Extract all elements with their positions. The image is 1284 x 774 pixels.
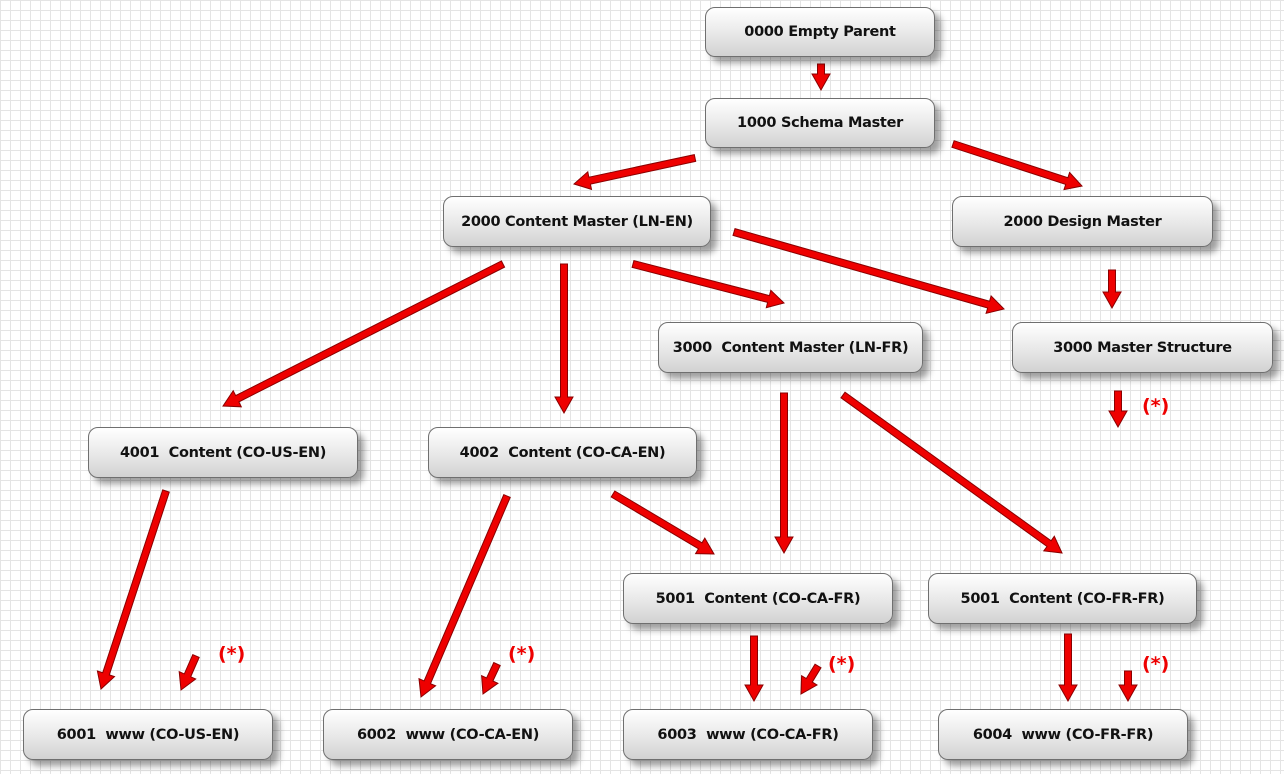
arrow-star-to-www-co-fr-fr (1118, 670, 1138, 703)
node-content-master-ln-fr: 3000 Content Master (LN-FR) (658, 322, 923, 373)
arrow-content-master-ln-en-to-content-co-us-en (222, 260, 506, 408)
arrow-master-structure-to-star (1108, 390, 1128, 429)
arrow-star-to-www-co-us-en (178, 653, 200, 691)
star-marker-6003: (*) (828, 653, 856, 675)
arrow-content-co-us-en-to-www-co-us-en (96, 489, 170, 690)
arrow-content-master-ln-en-to-master-structure (732, 227, 1005, 314)
arrow-empty-parent-to-schema-master (811, 63, 831, 92)
arrow-schema-master-to-design-master (951, 140, 1083, 191)
arrow-schema-master-to-content-master-ln-en (573, 154, 697, 191)
arrow-star-to-www-co-ca-fr (800, 663, 822, 695)
star-marker-6002: (*) (508, 643, 536, 665)
star-marker-master-structure: (*) (1142, 395, 1170, 417)
arrow-content-master-ln-en-to-content-master-ln-fr (631, 259, 785, 309)
node-content-co-us-en: 4001 Content (CO-US-EN) (88, 427, 358, 478)
node-design-master: 2000 Design Master (952, 196, 1213, 247)
node-content-co-fr-fr: 5001 Content (CO-FR-FR) (928, 573, 1197, 624)
node-empty-parent: 0000 Empty Parent (705, 7, 935, 57)
star-marker-6004: (*) (1142, 653, 1170, 675)
arrow-star-to-www-co-ca-en (481, 661, 501, 695)
node-www-co-fr-fr: 6004 www (CO-FR-FR) (938, 709, 1188, 760)
arrow-content-co-fr-fr-to-www-co-fr-fr (1058, 633, 1078, 703)
arrow-content-master-ln-en-to-content-co-ca-en (554, 263, 574, 415)
node-www-co-ca-en: 6002 www (CO-CA-EN) (323, 709, 573, 760)
node-content-master-ln-en: 2000 Content Master (LN-EN) (443, 196, 711, 247)
arrow-content-master-ln-fr-to-content-co-fr-fr (840, 391, 1063, 554)
arrow-content-co-ca-en-to-content-co-ca-fr (610, 490, 715, 555)
star-marker-6001: (*) (218, 643, 246, 665)
arrow-content-co-ca-en-to-www-co-ca-en (418, 493, 511, 698)
node-schema-master: 1000 Schema Master (705, 98, 935, 148)
node-content-co-ca-en: 4002 Content (CO-CA-EN) (428, 427, 697, 478)
node-www-co-ca-fr: 6003 www (CO-CA-FR) (623, 709, 873, 760)
arrow-content-master-ln-fr-to-content-co-ca-fr (774, 392, 794, 555)
node-master-structure: 3000 Master Structure (1012, 322, 1273, 373)
arrow-design-master-to-master-structure (1102, 269, 1122, 310)
node-www-co-us-en: 6001 www (CO-US-EN) (23, 709, 273, 760)
arrow-content-co-ca-fr-to-www-co-ca-fr (744, 635, 764, 703)
node-content-co-ca-fr: 5001 Content (CO-CA-FR) (623, 573, 893, 624)
